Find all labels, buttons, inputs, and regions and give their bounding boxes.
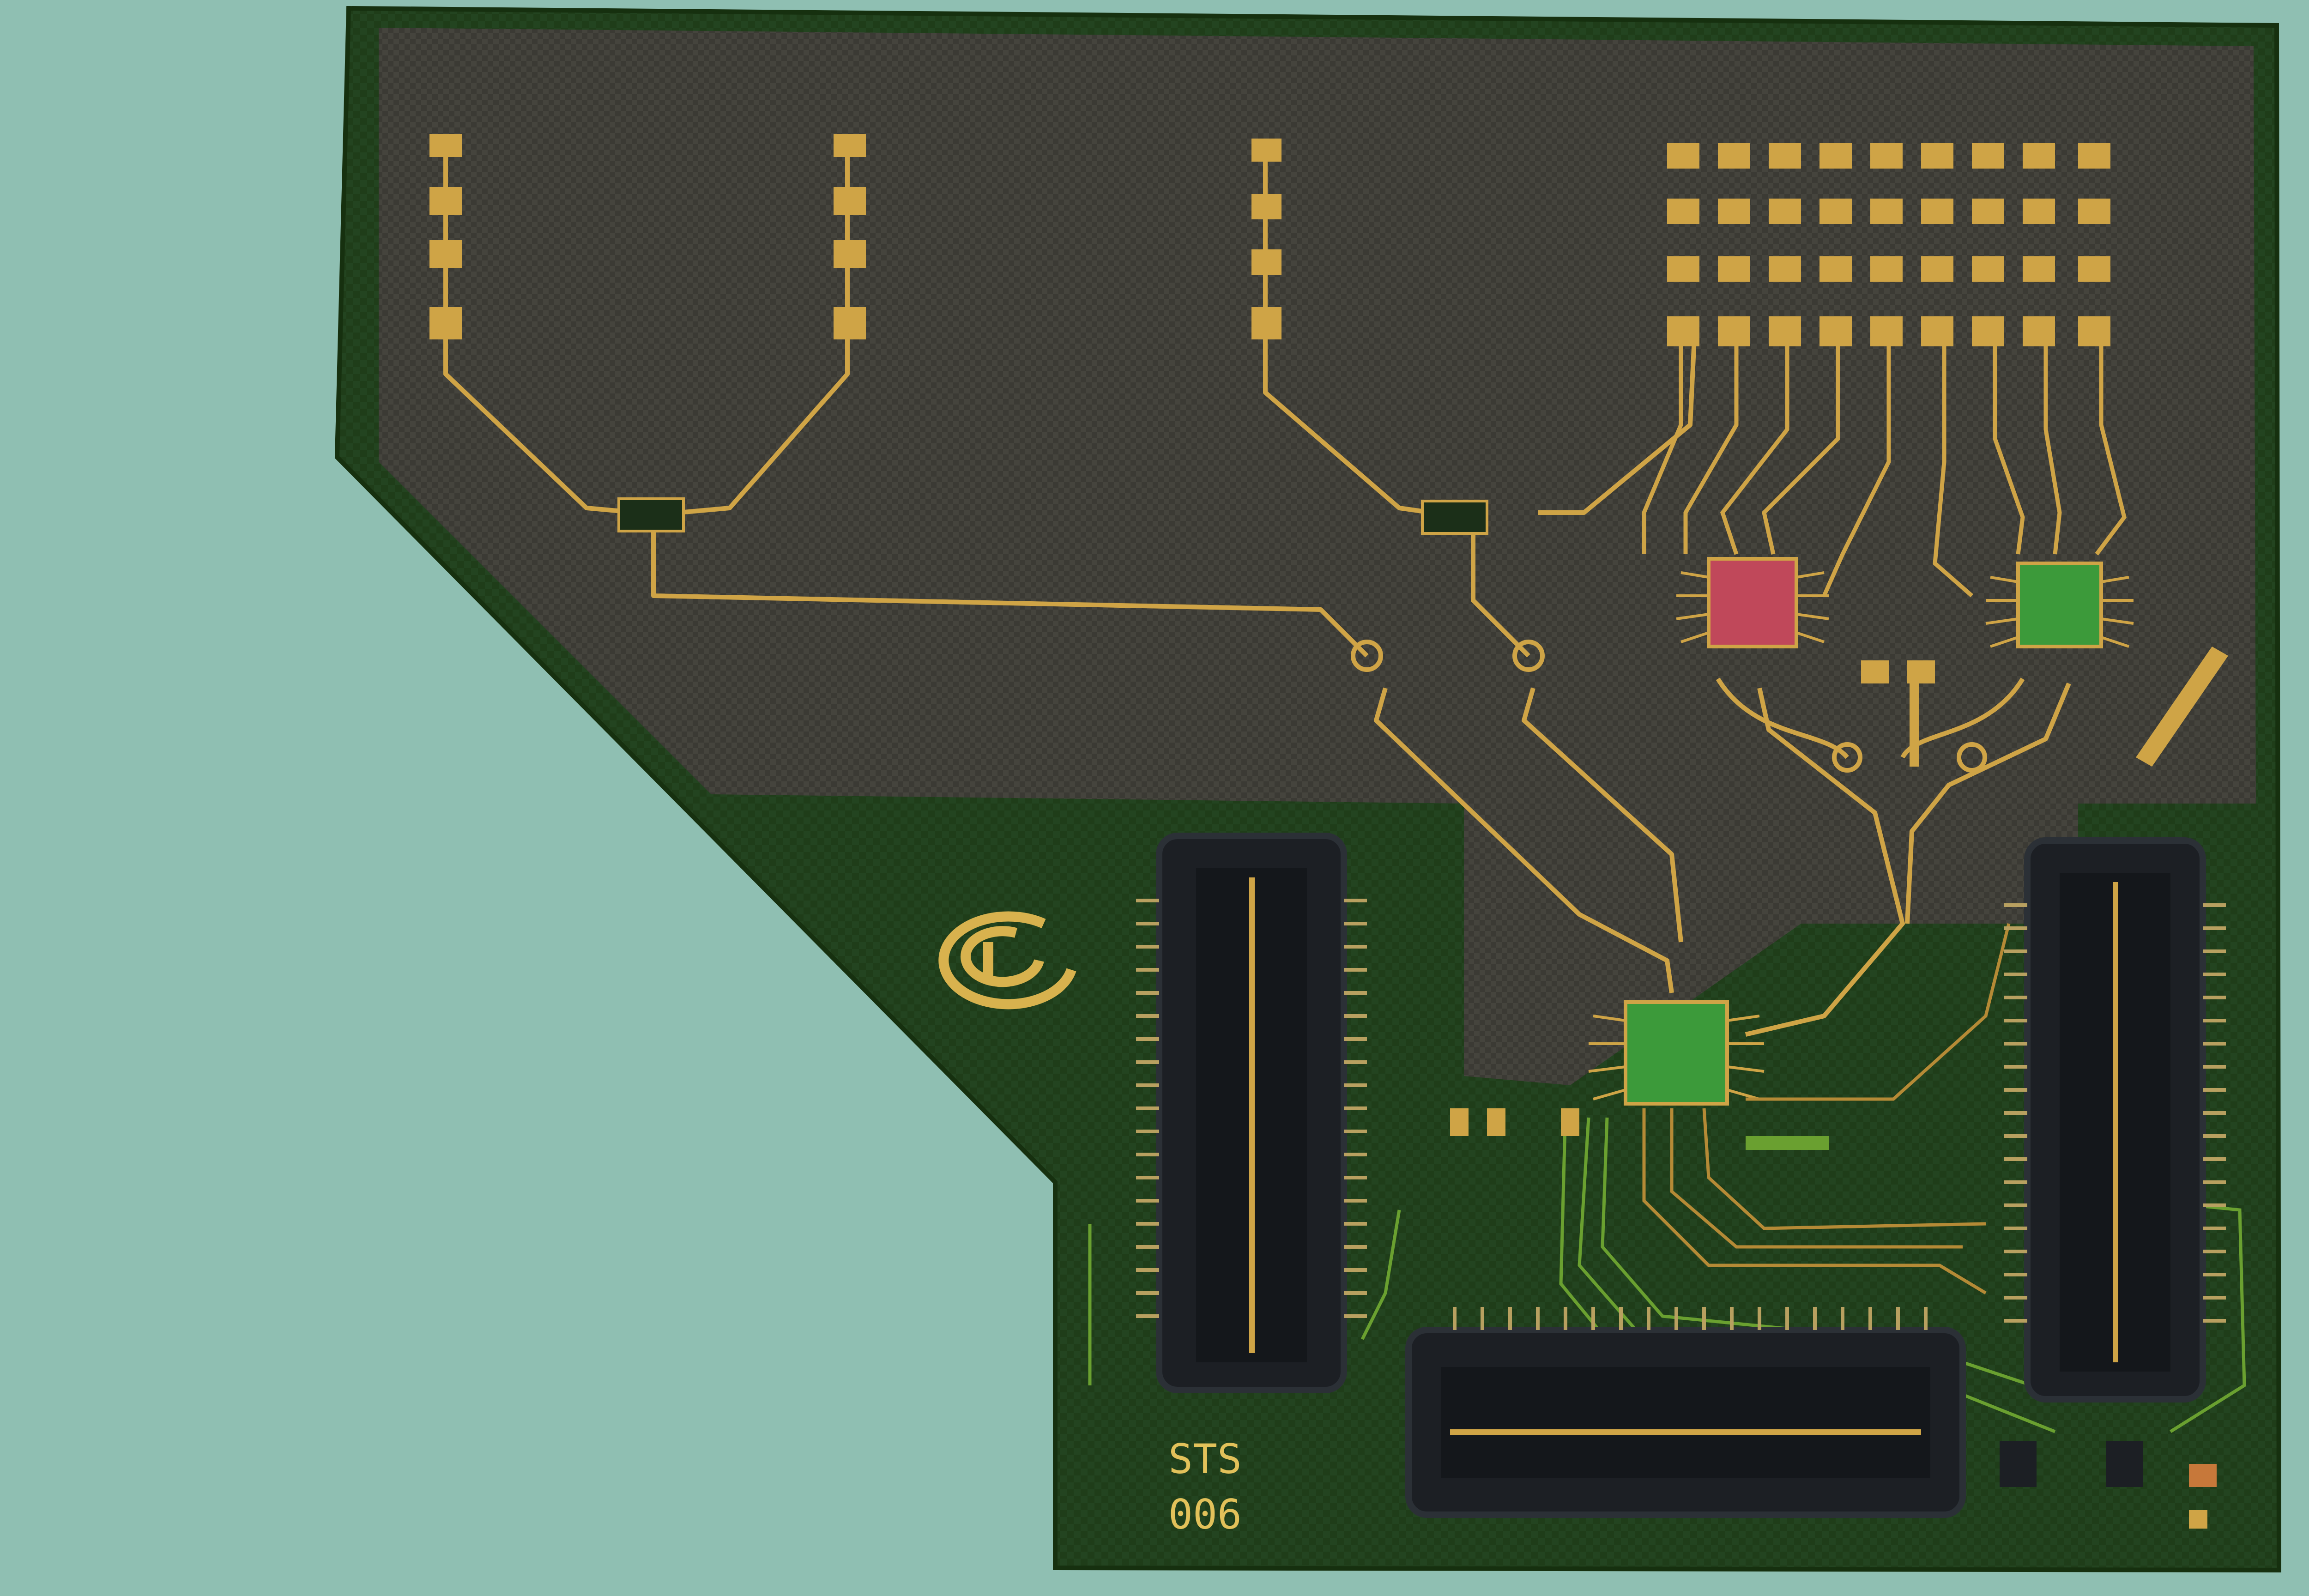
company-logo-icon bbox=[938, 911, 1076, 1010]
array-feed-traces bbox=[1642, 337, 2127, 598]
beamformer-chips bbox=[1624, 557, 2103, 1106]
smd-components bbox=[1450, 1108, 2217, 1529]
connector-left bbox=[1156, 833, 1347, 1393]
digital-traces bbox=[1642, 923, 2011, 1295]
bond-pads bbox=[1588, 571, 2134, 1100]
rf-traces bbox=[443, 143, 2071, 1037]
rf-substrate-lower bbox=[1464, 804, 2078, 1085]
connector-pins bbox=[1136, 899, 2226, 1330]
connector-right bbox=[2024, 837, 2206, 1403]
antenna-patches-left bbox=[429, 134, 1281, 339]
silkscreen-sts: STS bbox=[1168, 1435, 1242, 1483]
antenna-array-grid bbox=[1667, 143, 2110, 346]
splitter-chips bbox=[617, 497, 1488, 535]
connector-bottom bbox=[1405, 1327, 1966, 1518]
misc-gold-features bbox=[1861, 647, 2228, 767]
silkscreen-006: 006 bbox=[1168, 1491, 1242, 1538]
